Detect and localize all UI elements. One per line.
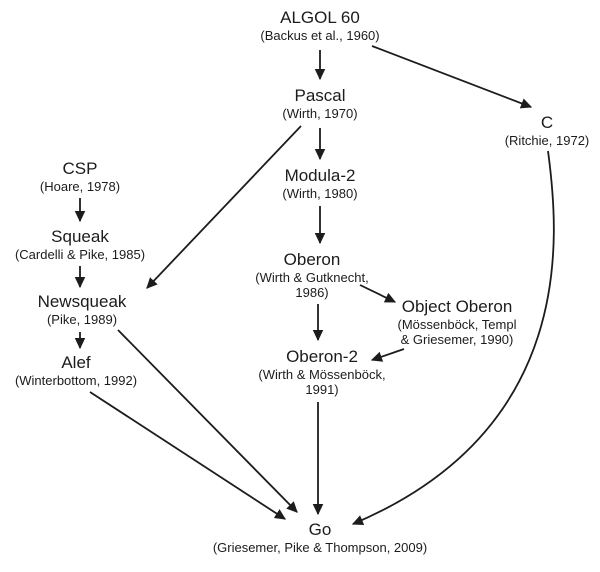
node-c: C (Ritchie, 1972) — [497, 113, 597, 148]
arrow-newsqueak-to-go — [117, 329, 298, 513]
node-citation-csp: (Hoare, 1978) — [39, 179, 121, 194]
node-csp: CSP (Hoare, 1978) — [10, 159, 150, 194]
arrow-object-oberon-to-oberon2 — [370, 348, 405, 362]
node-title-modula2: Modula-2 — [284, 166, 356, 185]
node-title-go: Go — [308, 520, 332, 539]
node-title-alef: Alef — [61, 353, 91, 372]
node-citation-c: (Ritchie, 1972) — [504, 133, 590, 148]
node-citation-oberon: (Wirth & Gutknecht, 1986) — [255, 270, 369, 300]
node-go: Go (Griesemer, Pike & Thompson, 2009) — [200, 520, 440, 555]
node-title-oberon2: Oberon-2 — [286, 347, 358, 366]
node-title-csp: CSP — [62, 159, 98, 178]
node-citation-go: (Griesemer, Pike & Thompson, 2009) — [212, 540, 428, 555]
arrow-algol60-to-c — [371, 45, 533, 109]
node-citation-squeak: (Cardelli & Pike, 1985) — [14, 247, 146, 262]
node-title-pascal: Pascal — [294, 86, 346, 105]
node-citation-algol60: (Backus et al., 1960) — [260, 28, 380, 43]
node-object-oberon: Object Oberon (Mössenböck, Templ & Gries… — [377, 297, 537, 347]
arrow-oberon-to-object-oberon — [359, 284, 397, 303]
node-newsqueak: Newsqueak (Pike, 1989) — [7, 292, 157, 327]
node-title-squeak: Squeak — [51, 227, 109, 246]
node-citation-modula2: (Wirth, 1980) — [282, 186, 358, 201]
arrow-c-to-go — [351, 150, 555, 525]
node-oberon2: Oberon-2 (Wirth & Mössenböck, 1991) — [247, 347, 397, 397]
node-title-algol60: ALGOL 60 — [280, 8, 360, 27]
node-title-newsqueak: Newsqueak — [37, 292, 127, 311]
node-oberon: Oberon (Wirth & Gutknecht, 1986) — [237, 250, 387, 300]
node-squeak: Squeak (Cardelli & Pike, 1985) — [5, 227, 155, 262]
node-title-object-oberon: Object Oberon — [401, 297, 513, 316]
node-modula2: Modula-2 (Wirth, 1980) — [260, 166, 380, 201]
node-citation-pascal: (Wirth, 1970) — [282, 106, 358, 121]
arrow-alef-to-go — [89, 391, 286, 520]
arrow-pascal-to-newsqueak — [146, 125, 302, 289]
node-title-oberon: Oberon — [283, 250, 341, 269]
node-pascal: Pascal (Wirth, 1970) — [260, 86, 380, 121]
node-citation-oberon2: (Wirth & Mössenböck, 1991) — [258, 367, 386, 397]
node-alef: Alef (Winterbottom, 1992) — [1, 353, 151, 388]
node-citation-newsqueak: (Pike, 1989) — [46, 312, 118, 327]
node-citation-alef: (Winterbottom, 1992) — [14, 373, 138, 388]
node-algol60: ALGOL 60 (Backus et al., 1960) — [240, 8, 400, 43]
node-citation-object-oberon: (Mössenböck, Templ & Griesemer, 1990) — [397, 317, 517, 347]
node-title-c: C — [540, 113, 554, 132]
